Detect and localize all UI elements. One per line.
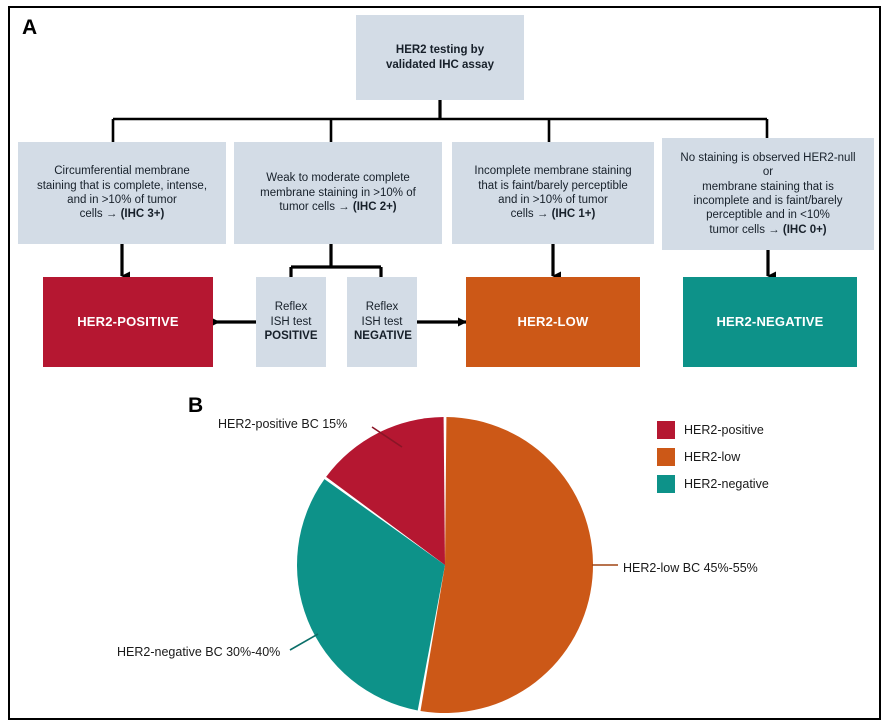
- reflex-pos-line3: POSITIVE: [264, 330, 318, 343]
- her2-low-label: HER2-LOW: [517, 313, 589, 329]
- ihc1-line2: that is faint/barely perceptible: [478, 179, 628, 192]
- ihc1-line1: Incomplete membrane staining: [474, 165, 632, 178]
- node-result-her2-negative[interactable]: HER2-NEGATIVE: [683, 277, 857, 367]
- ihc3-tail-plain: cells →: [79, 208, 121, 221]
- legend-label-her2-positive: HER2-positive: [684, 423, 764, 437]
- ihc0-line4: incomplete and is faint/barely: [693, 195, 843, 207]
- ihc0-line1: No staining is observed HER2-null: [680, 151, 856, 164]
- node-reflex-ish-positive[interactable]: Reflex ISH test POSITIVE: [256, 277, 326, 367]
- panel-b-letter: B: [188, 394, 204, 417]
- reflex-neg-line3: NEGATIVE: [354, 330, 412, 343]
- root-line2: validated IHC assay: [385, 58, 495, 71]
- node-criteria-ihc0[interactable]: No staining is observed HER2-null or mem…: [662, 138, 874, 250]
- ihc0-tail-bold: (IHC 0+): [782, 223, 827, 236]
- pie-slice-her2-low[interactable]: [420, 417, 593, 713]
- ihc3-tail-bold: (IHC 3+): [120, 208, 165, 221]
- ihc2-tail-bold: (IHC 2+): [352, 201, 397, 214]
- her2-positive-label: HER2-POSITIVE: [77, 313, 179, 329]
- panel-a-letter: A: [22, 16, 38, 39]
- ihc2-line2: membrane staining in >10% of: [260, 186, 416, 199]
- node-reflex-ish-negative[interactable]: Reflex ISH test NEGATIVE: [347, 277, 417, 367]
- root-line1: HER2 testing by: [395, 44, 485, 57]
- ihc0-line2: or: [762, 166, 774, 179]
- ihc1-tail-plain: cells →: [510, 208, 552, 221]
- legend-swatch-her2-low: [657, 448, 675, 466]
- legend-item-her2-low[interactable]: HER2-low: [657, 448, 769, 466]
- node-criteria-ihc3[interactable]: Circumferential membrane staining that i…: [18, 142, 226, 244]
- node-result-her2-positive[interactable]: HER2-POSITIVE: [43, 277, 213, 367]
- ihc3-line3: and in >10% of tumor: [67, 194, 177, 206]
- node-result-her2-low[interactable]: HER2-LOW: [466, 277, 640, 367]
- legend-swatch-her2-positive: [657, 421, 675, 439]
- ihc2-line1: Weak to moderate complete: [266, 172, 410, 185]
- reflex-pos-line1: Reflex: [274, 301, 308, 314]
- node-her2-testing-root[interactable]: HER2 testing by validated IHC assay: [356, 15, 524, 100]
- pie-chart-svg[interactable]: [295, 415, 595, 715]
- legend-swatch-her2-negative: [657, 475, 675, 493]
- ihc1-line3: and in >10% of tumor: [498, 194, 608, 206]
- node-criteria-ihc2[interactable]: Weak to moderate complete membrane stain…: [234, 142, 442, 244]
- node-criteria-ihc1[interactable]: Incomplete membrane staining that is fai…: [452, 142, 654, 244]
- pie-chart: [295, 415, 595, 715]
- pie-label-her2-low: HER2-low BC 45%-55%: [623, 561, 758, 575]
- pie-slice-her2-positive[interactable]: [326, 417, 445, 565]
- ihc3-line1: Circumferential membrane: [54, 165, 190, 178]
- pie-label-her2-positive: HER2-positive BC 15%: [218, 417, 348, 431]
- ihc1-tail-bold: (IHC 1+): [551, 208, 596, 221]
- pie-slice-her2-negative[interactable]: [297, 479, 445, 711]
- legend-label-her2-negative: HER2-negative: [684, 477, 769, 491]
- ihc0-line5: perceptible and in <10%: [706, 209, 830, 222]
- legend-item-her2-positive[interactable]: HER2-positive: [657, 421, 769, 439]
- reflex-neg-line1: Reflex: [365, 301, 399, 314]
- pie-legend: HER2-positive HER2-low HER2-negative: [657, 421, 769, 493]
- reflex-pos-line2: ISH test: [270, 315, 312, 328]
- legend-label-her2-low: HER2-low: [684, 450, 741, 464]
- ihc2-tail-plain: tumor cells →: [279, 201, 353, 214]
- ihc3-line2: staining that is complete, intense,: [36, 179, 208, 192]
- reflex-neg-line2: ISH test: [361, 315, 403, 328]
- pie-label-her2-negative: HER2-negative BC 30%-40%: [117, 645, 281, 659]
- her2-negative-label: HER2-NEGATIVE: [716, 313, 824, 329]
- ihc0-tail-plain: tumor cells →: [709, 223, 783, 236]
- ihc0-line3: membrane staining that is: [702, 180, 834, 193]
- legend-item-her2-negative[interactable]: HER2-negative: [657, 475, 769, 493]
